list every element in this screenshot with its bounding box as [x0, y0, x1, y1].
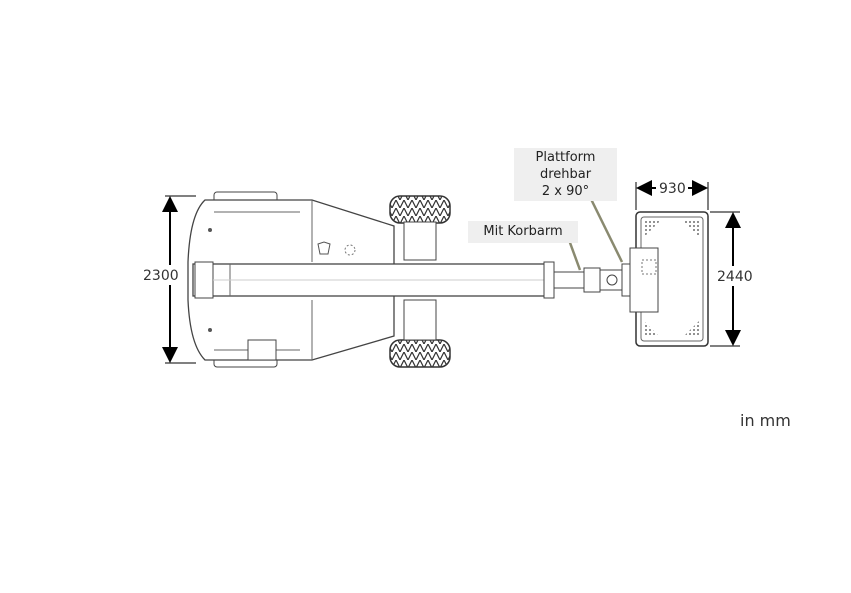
basket-arm-callout: Mit Korbarm — [468, 221, 578, 243]
dimension-width: 2300 — [140, 195, 196, 364]
dimension-2300-label: 2300 — [143, 268, 179, 284]
dimension-basket-width: 930 — [635, 180, 709, 210]
basket-arm — [553, 263, 637, 297]
platform-rotation-callout: Plattform drehbar 2 x 90° — [514, 148, 617, 201]
callout-platform-line2: drehbar — [539, 167, 592, 182]
callout-leaders — [567, 196, 624, 271]
callout-platform-line1: Plattform — [535, 150, 596, 165]
dimension-basket-length: 2440 — [710, 211, 753, 347]
unit-label: in mm — [740, 411, 791, 430]
telescopic-boom — [192, 261, 555, 299]
basket — [629, 211, 709, 347]
callout-platform-line3: 2 x 90° — [541, 184, 590, 199]
dimension-930-label: 930 — [659, 181, 686, 197]
front-wheels — [389, 195, 451, 368]
dimension-2440-label: 2440 — [717, 269, 753, 285]
